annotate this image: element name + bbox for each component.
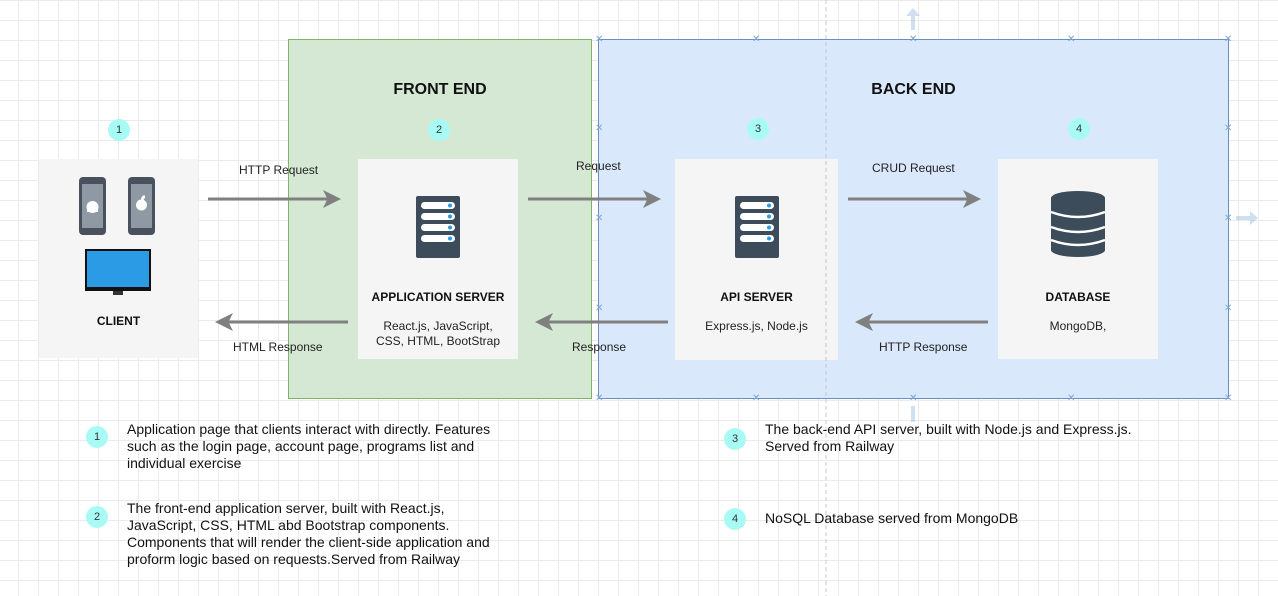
api-server-subtitle: Express.js, Node.js (705, 319, 808, 333)
application-server-badge: 2 (428, 119, 450, 141)
note-4-badge: 4 (724, 508, 746, 530)
note-2-text: The front-end application server, built … (127, 500, 490, 567)
database-title: DATABASE (1045, 290, 1111, 304)
note-3-badge: 3 (724, 428, 746, 450)
server-icon (416, 196, 460, 258)
http-request-label: HTTP Request (239, 163, 319, 177)
server-icon (735, 196, 779, 258)
request-label: Request (576, 159, 621, 173)
client-title: CLIENT (96, 314, 141, 328)
http-response-label: HTTP Response (879, 340, 968, 354)
connection-arrow-up-icon[interactable] (906, 8, 920, 30)
note-4-text: NoSQL Database served from MongoDB (765, 510, 1019, 526)
application-server-subtitle: React.js, JavaScript, CSS, HTML, BootStr… (375, 319, 501, 348)
api-server-title: API SERVER (720, 290, 793, 304)
html-response-label: HTML Response (233, 340, 323, 354)
api-server-badge: 3 (747, 118, 769, 140)
back-end-title: BACK END (871, 81, 956, 98)
note-1-text: Application page that clients interact w… (127, 421, 491, 471)
response-label: Response (572, 340, 627, 354)
database-badge: 4 (1068, 118, 1090, 140)
client-devices-icon (79, 177, 155, 295)
crud-request-label: CRUD Request (872, 161, 955, 175)
connection-arrow-right-icon[interactable] (1236, 211, 1258, 225)
front-end-title: FRONT END (393, 81, 487, 98)
note-1-badge: 1 (86, 426, 108, 448)
application-server-node[interactable]: APPLICATION SERVER React.js, JavaScript,… (358, 159, 518, 359)
note-3-text: The back-end API server, built with Node… (765, 421, 1132, 454)
api-server-node[interactable]: API SERVER Express.js, Node.js (675, 159, 838, 360)
note-2-badge: 2 (86, 506, 108, 528)
client-badge: 1 (108, 119, 130, 141)
database-subtitle: MongoDB, (1049, 319, 1107, 333)
client-node[interactable]: CLIENT (39, 159, 198, 358)
application-server-title: APPLICATION SERVER (371, 290, 505, 304)
database-node[interactable]: DATABASE MongoDB, (998, 159, 1158, 359)
database-icon (1050, 191, 1106, 257)
